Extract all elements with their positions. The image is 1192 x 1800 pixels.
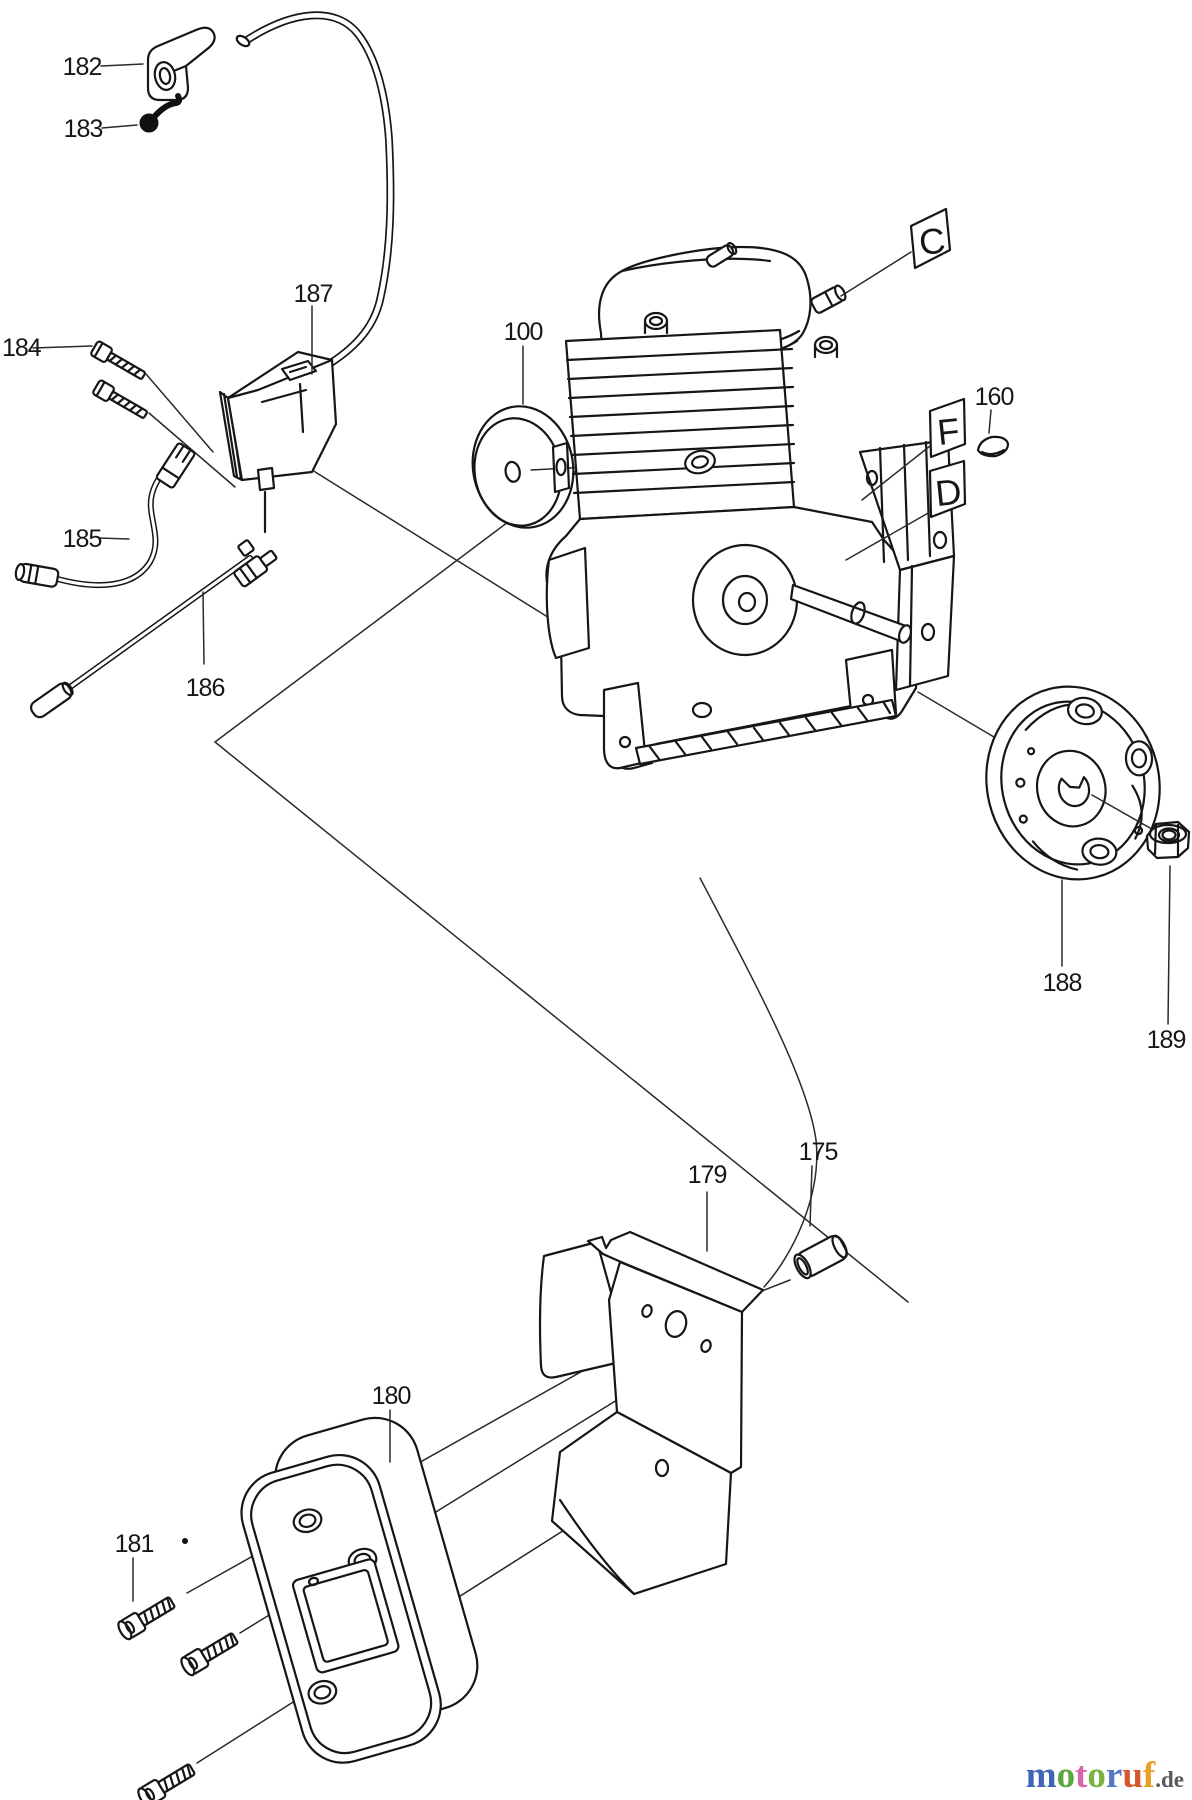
callout-160: 160: [975, 383, 1014, 411]
callout-leaders: [32, 63, 1171, 1602]
callout-182: 182: [63, 53, 102, 81]
head-bolt-3: [813, 335, 839, 359]
muffler: [240, 1416, 479, 1764]
muffler-bracket: [538, 1230, 765, 1596]
seal-ring: [684, 449, 716, 475]
muffler-bolt-2: [180, 1632, 239, 1677]
stop-switch-rod: [30, 539, 278, 719]
callout-187: 187: [294, 280, 333, 308]
motoruf-logo: motoruf.de: [1026, 1757, 1184, 1794]
clutch-boss-3: [1081, 837, 1118, 866]
motoruf-logo-suffix: .de: [1155, 1767, 1184, 1792]
callout-184: 184: [2, 334, 42, 362]
clutch-nut: [1145, 820, 1191, 860]
coil-screw-2: [92, 379, 148, 419]
letter-tag-C: C: [840, 207, 952, 297]
callout-186: 186: [186, 674, 225, 702]
pulley-disc: [471, 405, 575, 529]
callout-183: 183: [64, 115, 103, 143]
callout-185: 185: [63, 525, 102, 553]
callout-179: 179: [688, 1161, 727, 1189]
dot-detail: [182, 1538, 188, 1544]
ignition-lead-wire: [235, 11, 395, 370]
spark-plug-cap: [146, 26, 216, 102]
letter-tag-D: D: [845, 459, 967, 561]
exhaust-boss: [551, 441, 571, 494]
callout-188: 188: [1043, 969, 1082, 997]
head-bolt-1: [643, 311, 669, 335]
letter-tag-D-label: D: [933, 471, 963, 514]
clutch-assembly: [985, 685, 1161, 881]
head-stub: [705, 242, 738, 268]
letter-tag-F: F: [861, 397, 967, 501]
clutch-boss-2: [1124, 740, 1154, 777]
crankcase-pocket: [545, 546, 591, 660]
callout-100: 100: [504, 318, 543, 346]
motoruf-logo-letters: motoruf: [1025, 1755, 1156, 1796]
woodruff-key: [976, 435, 1010, 458]
letter-tag-C-label: C: [917, 219, 948, 263]
coil-screw-1: [90, 340, 146, 380]
letter-tag-F-label: F: [935, 410, 961, 453]
terminal-clip: [139, 93, 183, 133]
ground-wire: [14, 442, 196, 589]
engine-assembly: [545, 242, 956, 770]
callout-labels: 182 183 184 185 186 187 100 160 188 189 …: [2, 53, 1186, 1558]
muffler-bolt-1: [117, 1596, 176, 1641]
decomp-plug: [810, 284, 847, 314]
muffler-port-3: [307, 1679, 338, 1705]
callout-181: 181: [115, 1530, 154, 1558]
callout-175: 175: [799, 1138, 838, 1166]
spacer-sleeve: [793, 1234, 848, 1280]
screw-leader-1: [145, 373, 214, 453]
muffler-port-1: [292, 1508, 323, 1534]
clutch-boss-1: [1066, 696, 1103, 726]
nut-leader: [1091, 794, 1151, 829]
muffler-bolt-3: [137, 1763, 196, 1800]
ignition-coil: [218, 350, 338, 534]
callout-180: 180: [372, 1382, 411, 1410]
callout-189: 189: [1147, 1026, 1186, 1054]
